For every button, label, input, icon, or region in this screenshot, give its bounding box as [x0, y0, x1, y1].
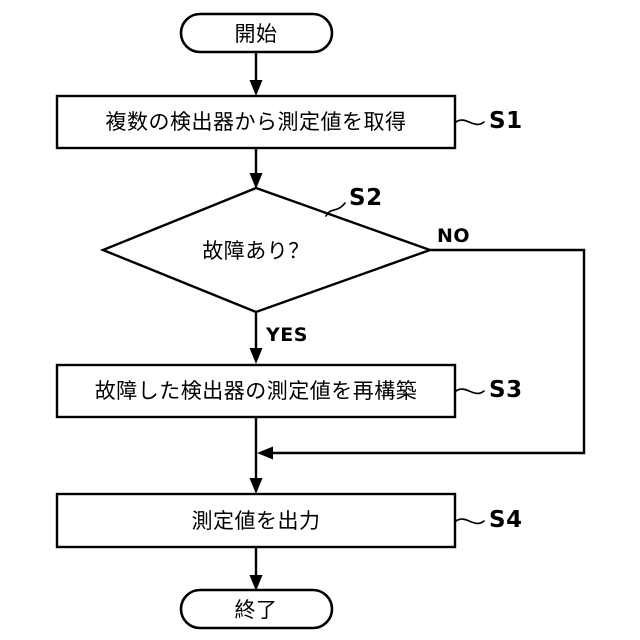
s4-label: 測定値を出力: [192, 509, 321, 533]
s3-step-tag: S3: [489, 377, 523, 403]
node-s1: 複数の検出器から測定値を取得 S1: [55, 94, 523, 150]
s3-process-shape: [55, 363, 457, 419]
s1-step-tag: S1: [489, 108, 523, 134]
node-s4: 測定値を出力 S4: [55, 492, 523, 549]
s2-step-tag: S2: [349, 185, 383, 211]
node-start: 開始: [179, 12, 334, 54]
s4-process-shape: [55, 492, 457, 549]
node-s3: 故障した検出器の測定値を再構築 S3: [55, 363, 523, 419]
branch-label-yes: YES: [265, 324, 308, 346]
end-label: 終了: [235, 598, 278, 622]
edge-s4-to-end: [249, 547, 263, 591]
node-end: 終了: [179, 588, 334, 630]
edge-s3-to-s4: [249, 417, 263, 494]
s4-step-tag: S4: [489, 507, 523, 533]
edge-s2-no-to-s4: [257, 248, 586, 460]
s3-label: 故障した検出器の測定値を再構築: [95, 379, 418, 403]
edge-start-to-s1: [249, 52, 263, 96]
s1-process-shape: [55, 94, 457, 150]
start-label: 開始: [235, 22, 278, 46]
edge-s1-to-s2: [249, 148, 263, 189]
s2-decision-shape: [99, 186, 434, 314]
node-s2: 故障あり？ S2 YES NO: [99, 185, 470, 346]
edge-s2-yes-to-s3: [249, 312, 263, 364]
branch-label-no: NO: [437, 225, 470, 247]
end-terminator-shape: [179, 588, 334, 630]
s1-label: 複数の検出器から測定値を取得: [106, 110, 407, 134]
start-terminator-shape: [179, 12, 334, 54]
s2-label: 故障あり？: [202, 239, 310, 263]
